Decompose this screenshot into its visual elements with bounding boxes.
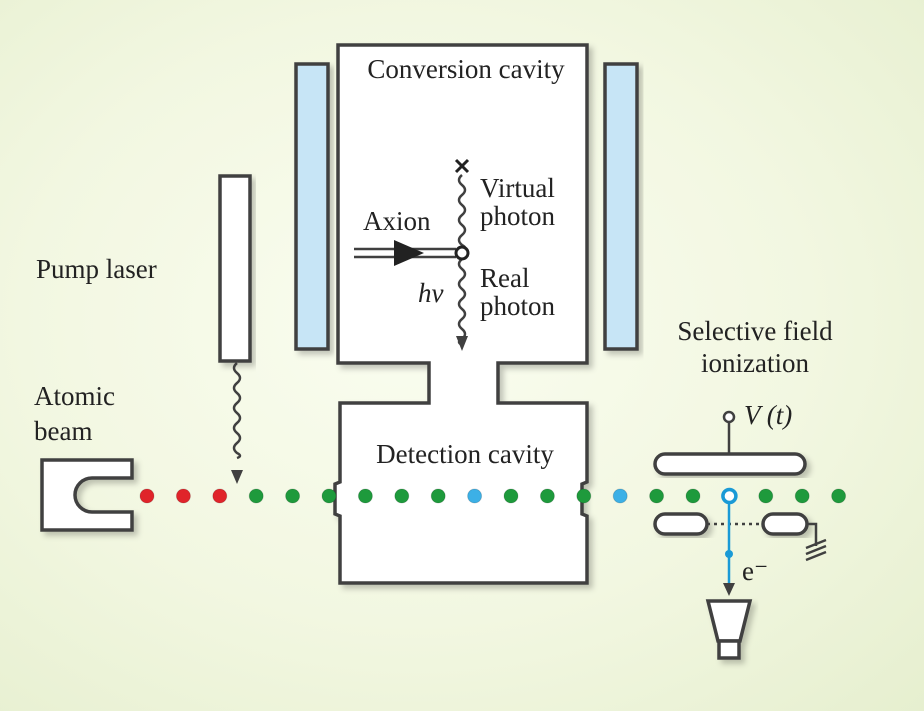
atom-ground [430,488,446,504]
pump-laser-label: Pump laser [36,254,157,284]
atom-ground [758,488,774,504]
axion-label: Axion [363,206,431,236]
bottom-electrode-left [653,512,709,536]
real-photon-label-line2: photon [480,291,556,321]
conversion-cavity-label: Conversion cavity [367,54,565,84]
virtual-photon-origin-x-icon [454,158,470,174]
pump-laser-body [218,174,252,363]
voltage-label: V (t) [744,400,792,430]
cavity-assembly [333,43,589,585]
pump-laser-arrow-icon [231,470,243,484]
atomic-beam-oven-icon [40,458,134,532]
atomic-beam-label-line1: Atomic [34,381,115,411]
atom-ground [394,488,410,504]
selective-field-label-line2: ionization [701,348,809,378]
conversion-cavity-right-plate [603,62,639,351]
detection-cavity-label: Detection cavity [376,439,554,469]
electron-dot [725,550,733,558]
selective-field-label-line1: Selective field [677,316,833,346]
real-photon-arrow-icon [456,336,468,351]
atom-ground [649,488,665,504]
vertex-icon [454,245,470,261]
atom-ground [831,488,847,504]
ground-symbol-icon [805,522,827,562]
atom-ground [794,488,810,504]
pump-laser-beam [232,362,242,460]
atom-ground [285,488,301,504]
bottom-electrode-right [761,512,809,536]
real-photon-line [457,258,467,347]
virtual-photon-label-line1: Virtual [480,173,555,203]
atom-ground [685,488,701,504]
atom-ground [357,488,373,504]
atomic-beam-label-line2: beam [34,416,92,446]
axion-arrow-icon [354,240,456,266]
virtual-photon-label-line2: photon [480,201,556,231]
atom-ground [539,488,555,504]
atom-ground [576,488,592,504]
top-electrode [653,452,807,476]
atom-ground [248,488,264,504]
atom-ionized-ring [721,487,738,505]
conversion-cavity-left-plate [294,62,330,351]
atom-ground [321,488,337,504]
atom-ground [503,488,519,504]
atom-rydberg-blue [612,488,628,504]
virtual-photon-line [457,174,467,253]
h-nu-label: hν [418,278,444,308]
atom-rydberg-blue [467,488,483,504]
electron-arrow-icon [723,583,735,596]
atom-excited-red [212,488,228,504]
electron-label: e⁻ [742,556,768,586]
atom-excited-red [139,488,155,504]
real-photon-label-line1: Real [480,263,529,293]
detector-funnel-icon [705,599,753,660]
voltage-terminal-icon [722,410,736,424]
atom-beam [139,487,847,505]
atom-excited-red [175,488,191,504]
